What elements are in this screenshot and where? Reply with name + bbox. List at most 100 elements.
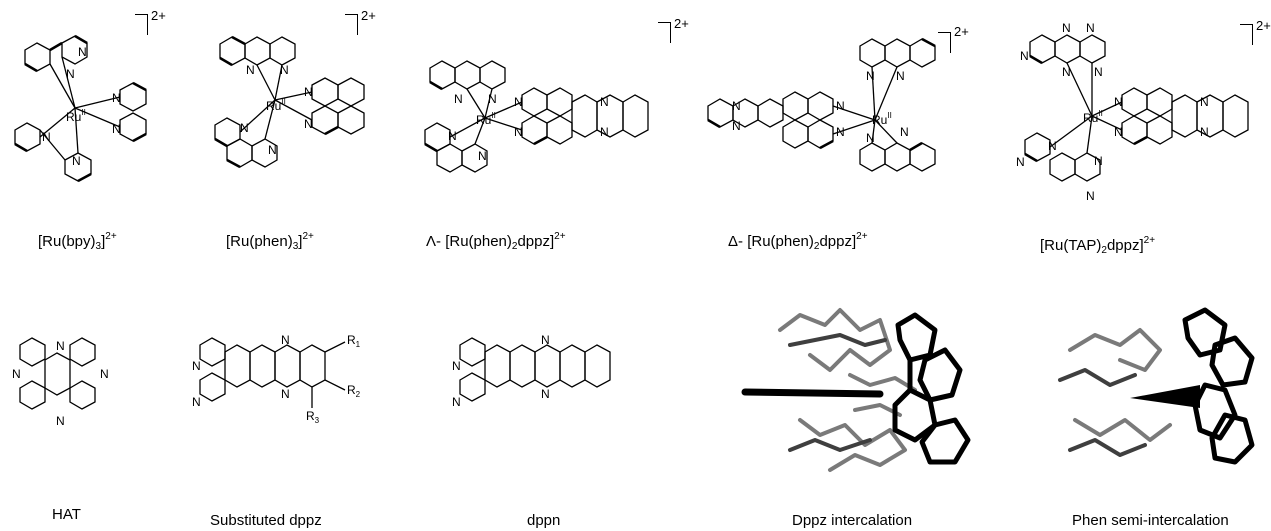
n-atom: N — [1094, 154, 1103, 168]
n-atom: N — [1016, 155, 1025, 169]
hat-structure: N N N N — [12, 337, 109, 428]
binding-dppz-intercalation: Dppz intercalation — [730, 290, 980, 531]
n-atom: N — [1020, 49, 1029, 63]
n-atom: N — [1086, 21, 1095, 35]
charge-bracket — [345, 14, 358, 35]
ligand-label: HAT — [52, 506, 81, 523]
r3-substituent: R3 — [306, 409, 320, 425]
ligand-substituted-dppz: N N N N R1 R2 R3 Substituted dppz — [180, 300, 420, 531]
n-atom: N — [192, 359, 201, 373]
n-atom: N — [112, 91, 121, 105]
ru-atom: RuII — [872, 111, 892, 127]
n-atom: N — [66, 67, 75, 81]
tap-structure: N N N N N N N N N N N N N RuII — [1016, 21, 1249, 203]
complex-ru-phen3: N N N N N N RuII 2+ [Ru(phen)3]2+ — [200, 0, 420, 260]
complex-delta-ru-phen2-dppz: N N N N N N N N RuII 2+ Δ- [Ru(phen)2dpp… — [700, 0, 1000, 260]
n-atom: N — [240, 121, 249, 135]
ligand-hat: N N N N HAT — [0, 300, 170, 531]
n-atom: N — [1094, 65, 1103, 79]
n-atom: N — [100, 367, 109, 381]
complex-label: [Ru(phen)3]2+ — [226, 231, 314, 252]
n-atom: N — [78, 45, 87, 59]
n-atom: N — [1200, 95, 1209, 109]
ru-phen3-structure: N N N N N N RuII — [214, 35, 365, 169]
binding-phen-semi-intercalation: Phen semi-intercalation — [1020, 290, 1271, 531]
ligand-dppn: N N N N dppn — [440, 300, 680, 531]
charge-label: 2+ — [954, 24, 969, 39]
charge-bracket — [938, 32, 951, 53]
n-atom: N — [896, 69, 905, 83]
n-atom: N — [452, 359, 461, 373]
complex-label: [Ru(TAP)2dppz]2+ — [1040, 235, 1156, 256]
r2-substituent: R2 — [347, 383, 361, 399]
n-atom: N — [836, 125, 845, 139]
n-atom: N — [836, 99, 845, 113]
charge-bracket — [1240, 24, 1253, 45]
complex-ru-bpy3: N N N N N N RuII 2+ [Ru(bpy)3]2+ — [0, 0, 200, 260]
complex-lambda-ru-phen2-dppz: N N N N N N N N RuII 2+ Λ- [Ru(phen)2dpp… — [410, 0, 710, 260]
ligand-label: Substituted dppz — [210, 512, 322, 529]
ru-atom: RuII — [1083, 109, 1103, 125]
n-atom: N — [1062, 21, 1071, 35]
ru-atom: RuII — [66, 108, 86, 124]
n-atom: N — [452, 395, 461, 409]
n-atom: N — [1062, 65, 1071, 79]
binding-label: Phen semi-intercalation — [1072, 512, 1229, 529]
charge-label: 2+ — [674, 16, 689, 31]
n-atom: N — [1086, 189, 1095, 203]
n-atom: N — [866, 131, 875, 145]
dppz-intercalation-model — [741, 308, 971, 472]
n-atom: N — [732, 119, 741, 133]
n-atom: N — [600, 125, 609, 139]
n-atom: N — [42, 130, 51, 144]
n-atom: N — [600, 95, 609, 109]
n-atom: N — [514, 95, 523, 109]
ru-atom: RuII — [266, 97, 286, 113]
lambda-structure: N N N N N N N N RuII — [424, 60, 649, 173]
n-atom: N — [192, 395, 201, 409]
n-atom: N — [246, 63, 255, 77]
n-atom: N — [514, 125, 523, 139]
n-atom: N — [56, 414, 65, 428]
n-atom: N — [72, 154, 81, 168]
n-atom: N — [56, 339, 65, 353]
binding-label: Dppz intercalation — [792, 512, 913, 529]
n-atom: N — [488, 92, 497, 106]
charge-label: 2+ — [361, 8, 376, 23]
n-atom: N — [281, 333, 290, 347]
complex-label: Λ- [Ru(phen)2dppz]2+ — [426, 231, 566, 252]
n-atom: N — [112, 122, 121, 136]
phen-semi-intercalation-model — [1058, 307, 1255, 465]
n-atom: N — [448, 129, 457, 143]
n-atom: N — [281, 387, 290, 401]
delta-structure: N N N N N N N N RuII — [707, 37, 936, 172]
n-atom: N — [12, 367, 21, 381]
ru-bpy3-structure: N N N N N N RuII — [14, 34, 147, 183]
ru-atom: RuII — [476, 111, 496, 127]
n-atom: N — [454, 92, 463, 106]
charge-bracket — [135, 14, 148, 35]
n-atom: N — [478, 149, 487, 163]
n-atom: N — [1114, 125, 1123, 139]
n-atom: N — [1200, 125, 1209, 139]
n-atom: N — [1114, 95, 1123, 109]
r1-substituent: R1 — [347, 333, 361, 349]
complex-label: Δ- [Ru(phen)2dppz]2+ — [728, 231, 868, 252]
charge-label: 2+ — [151, 8, 166, 23]
n-atom: N — [304, 85, 313, 99]
ligand-label: dppn — [527, 512, 561, 529]
dppn-structure: N N N N — [452, 333, 611, 409]
charge-label: 2+ — [1256, 18, 1271, 33]
charge-bracket — [658, 22, 671, 43]
n-atom: N — [304, 117, 313, 131]
n-atom: N — [900, 125, 909, 139]
complex-label: [Ru(bpy)3]2+ — [38, 231, 117, 252]
n-atom: N — [1048, 139, 1057, 153]
n-atom: N — [866, 69, 875, 83]
n-atom: N — [732, 99, 741, 113]
n-atom: N — [280, 63, 289, 77]
n-atom: N — [268, 143, 277, 157]
n-atom: N — [541, 333, 550, 347]
complex-ru-tap2-dppz: N N N N N N N N N N N N N RuII 2+ [Ru(TA… — [1010, 0, 1271, 260]
substituted-dppz-structure: N N N N R1 R2 R3 — [192, 333, 361, 425]
